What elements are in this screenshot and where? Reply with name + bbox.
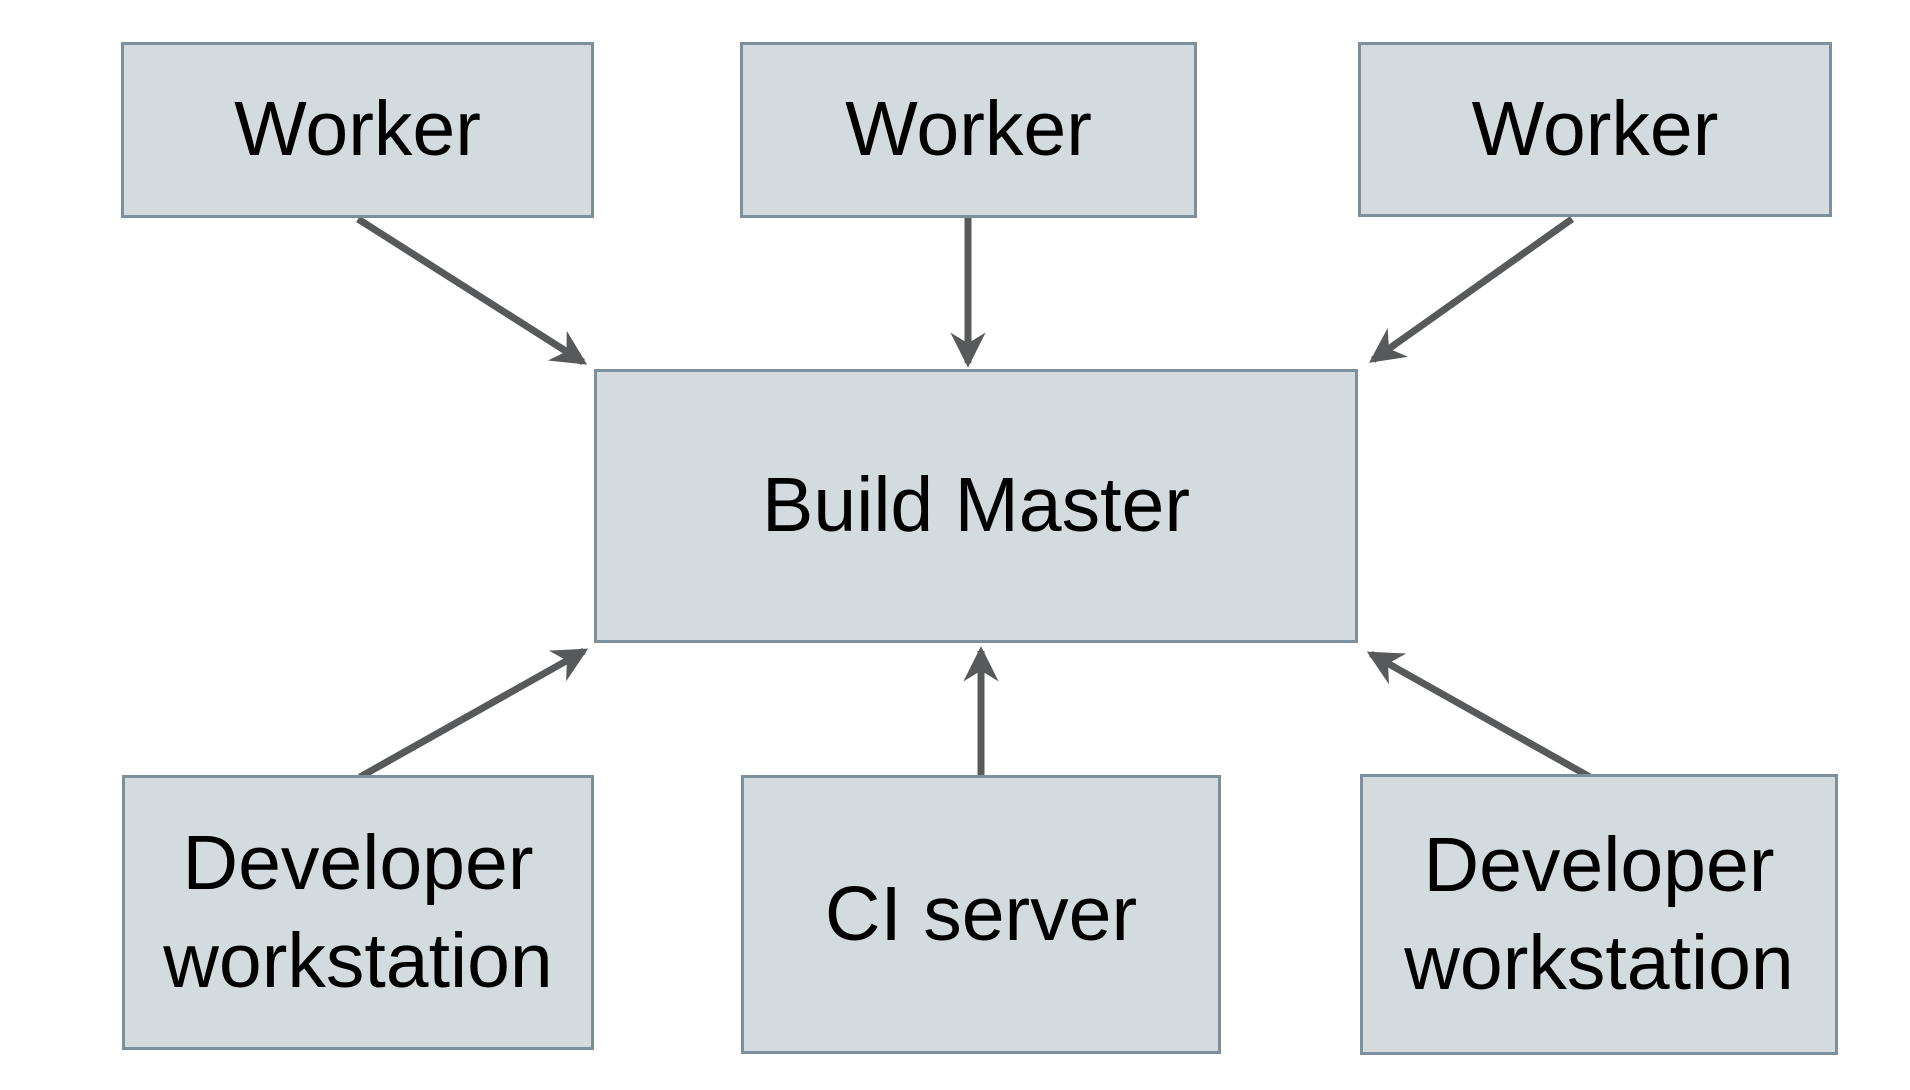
node-worker-3-label: Worker	[1471, 85, 1719, 172]
node-developer-workstation-right: Developer workstation	[1360, 774, 1838, 1055]
node-ci-server: CI server	[741, 775, 1221, 1054]
node-developer-workstation-right-label: Developer workstation	[1404, 821, 1794, 1006]
arrow-worker3-to-buildmaster	[1369, 216, 1575, 363]
node-ci-server-label: CI server	[824, 870, 1138, 957]
node-worker-3: Worker	[1358, 42, 1832, 217]
arrow-devws-left-to-buildmaster	[358, 647, 589, 781]
node-worker-2: Worker	[740, 42, 1197, 218]
node-build-master: Build Master	[594, 369, 1358, 643]
node-worker-1: Worker	[121, 42, 594, 218]
arrow-devws-right-to-buildmaster	[1366, 650, 1592, 781]
node-developer-workstation-left: Developer workstation	[122, 775, 594, 1050]
node-worker-2-label: Worker	[845, 86, 1092, 173]
arrow-worker1-to-buildmaster	[356, 216, 588, 365]
node-worker-1-label: Worker	[234, 86, 481, 173]
node-developer-workstation-left-label: Developer workstation	[163, 819, 553, 1004]
node-build-master-label: Build Master	[762, 462, 1190, 549]
